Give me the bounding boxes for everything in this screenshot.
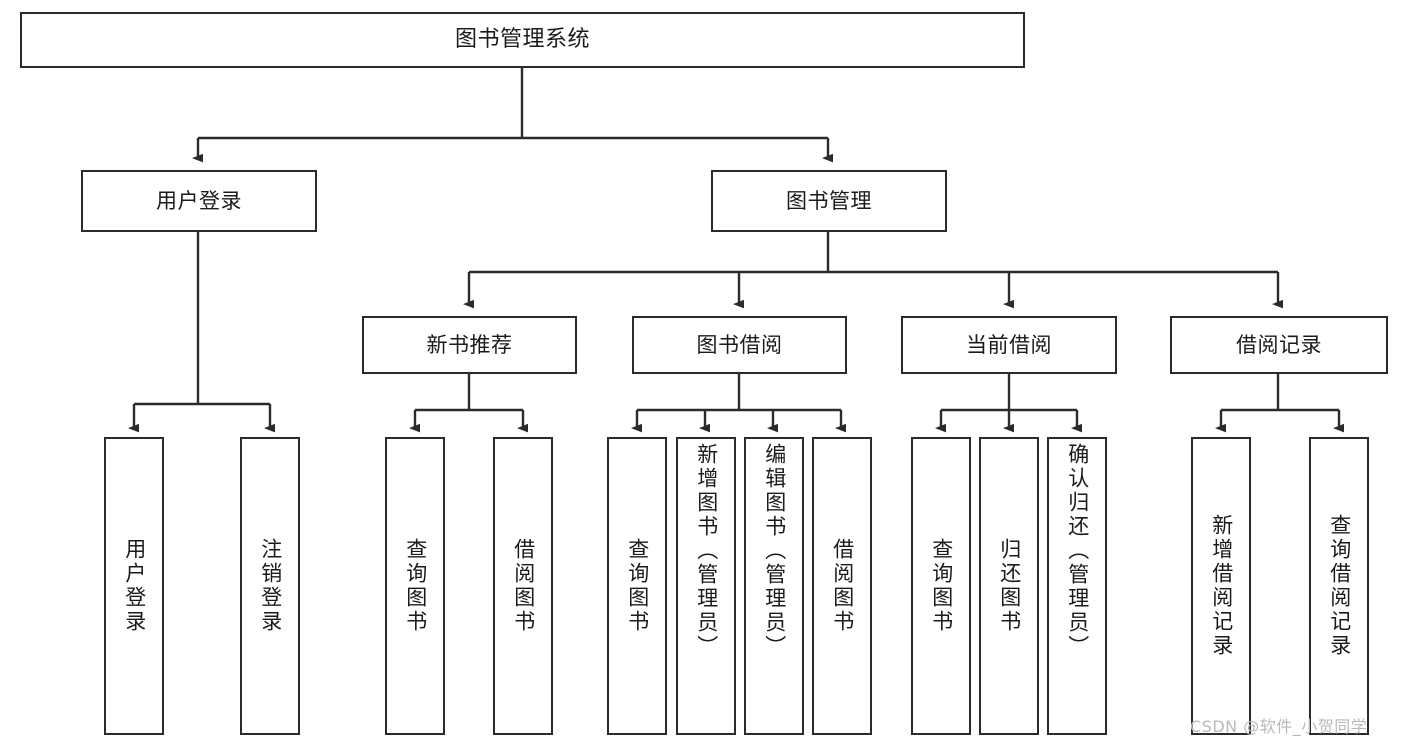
node-leaf-query-book-1[interactable]: 查询图书 <box>385 437 445 735</box>
node-label: 图书借阅 <box>696 332 783 357</box>
node-label: 借阅记录 <box>1236 332 1322 357</box>
node-label: 借阅图书 <box>511 538 536 634</box>
node-borrow-record[interactable]: 借阅记录 <box>1170 316 1388 374</box>
node-book-borrow[interactable]: 图书借阅 <box>632 316 847 374</box>
node-leaf-query-book-3[interactable]: 查询图书 <box>911 437 971 735</box>
node-label: 用户登录 <box>156 188 242 213</box>
node-label: 查询借阅记录 <box>1327 514 1352 658</box>
node-leaf-add-book[interactable]: 新增图书（管理员） <box>676 437 736 735</box>
csdn-watermark: CSDN @软件_小贺同学 <box>1190 717 1368 736</box>
node-label: 确认归还（管理员） <box>1065 443 1090 659</box>
node-new-book-recommend[interactable]: 新书推荐 <box>362 316 577 374</box>
node-label: 当前借阅 <box>966 332 1052 357</box>
node-leaf-add-record[interactable]: 新增借阅记录 <box>1191 437 1251 735</box>
node-root-system[interactable]: 图书管理系统 <box>20 12 1025 68</box>
node-leaf-return-book[interactable]: 归还图书 <box>979 437 1039 735</box>
node-current-borrow[interactable]: 当前借阅 <box>901 316 1117 374</box>
node-leaf-borrow-book-2[interactable]: 借阅图书 <box>812 437 872 735</box>
node-leaf-query-record[interactable]: 查询借阅记录 <box>1309 437 1369 735</box>
node-leaf-user-login[interactable]: 用户登录 <box>104 437 164 735</box>
node-leaf-edit-book[interactable]: 编辑图书（管理员） <box>744 437 804 735</box>
node-leaf-query-book-2[interactable]: 查询图书 <box>607 437 667 735</box>
node-book-manage[interactable]: 图书管理 <box>711 170 947 232</box>
node-leaf-confirm-return[interactable]: 确认归还（管理员） <box>1047 437 1107 735</box>
node-label: 新增借阅记录 <box>1209 514 1234 658</box>
node-label: 查询图书 <box>929 538 954 634</box>
node-label: 查询图书 <box>625 538 650 634</box>
node-label: 注销登录 <box>258 538 283 634</box>
node-label: 借阅图书 <box>830 538 855 634</box>
node-label: 用户登录 <box>122 538 147 634</box>
node-label: 新书推荐 <box>426 332 513 357</box>
node-label: 归还图书 <box>997 538 1022 634</box>
node-leaf-logout[interactable]: 注销登录 <box>240 437 300 735</box>
node-label: 编辑图书（管理员） <box>762 443 787 659</box>
node-leaf-borrow-book-1[interactable]: 借阅图书 <box>493 437 553 735</box>
node-label: 图书管理系统 <box>454 27 590 53</box>
node-label: 新增图书（管理员） <box>694 443 719 659</box>
node-label: 查询图书 <box>403 538 428 634</box>
node-label: 图书管理 <box>786 188 872 213</box>
node-user-login[interactable]: 用户登录 <box>81 170 317 232</box>
